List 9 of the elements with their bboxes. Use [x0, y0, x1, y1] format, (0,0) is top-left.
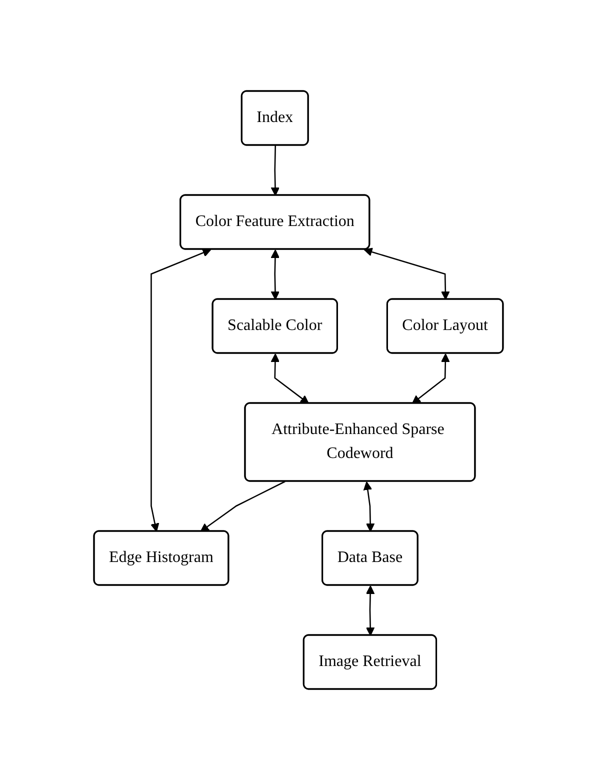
arrow [363, 481, 375, 532]
arrow [270, 354, 310, 404]
arrow [270, 250, 280, 300]
arrow [270, 145, 280, 196]
arrow [364, 248, 450, 300]
arrow [150, 248, 212, 532]
arrow [412, 354, 450, 404]
arrow [200, 480, 286, 532]
arrow [366, 585, 375, 636]
